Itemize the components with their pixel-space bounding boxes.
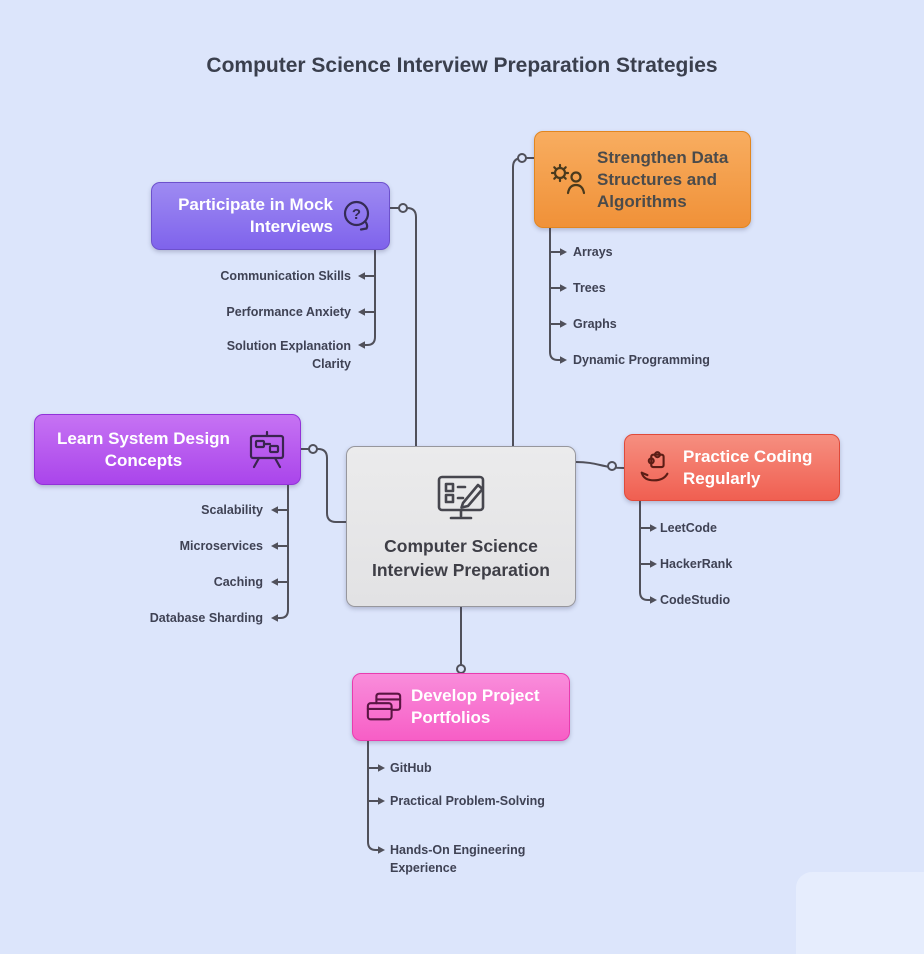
- link-center-to-practice: [575, 461, 625, 469]
- sys-branch-label: Learn System Design Concepts: [57, 428, 230, 470]
- subtopic-arrowheads: [271, 248, 657, 854]
- subtopic-github[interactable]: GitHub: [390, 761, 432, 775]
- monitor-stack-icon: [365, 690, 403, 724]
- portfolio-branch-label: Develop Project Portfolios: [411, 686, 540, 727]
- subtopic-caching[interactable]: Caching: [213, 575, 263, 589]
- subtopic-scalability[interactable]: Scalability: [201, 503, 263, 517]
- subtopic-trees[interactable]: Trees: [573, 281, 606, 295]
- subtopic-solution-explanation-clarity[interactable]: Solution Explanation Clarity: [226, 339, 351, 371]
- node-practice-coding-regularly[interactable]: Practice Coding Regularly: [624, 434, 840, 501]
- subtopic-arrays[interactable]: Arrays: [573, 245, 613, 259]
- corner-highlight: [796, 872, 924, 954]
- mock-branch-label: Participate in Mock Interviews: [178, 195, 333, 236]
- center-label-line2: Interview Preparation: [372, 559, 550, 580]
- subtopic-hands-on-engineering-experience[interactable]: Hands-On Engineering Experience: [390, 843, 526, 875]
- node-learn-system-design-concepts[interactable]: Learn System Design Concepts: [34, 414, 301, 485]
- hand-puzzle-icon: [637, 449, 675, 487]
- subtopic-dynamic-programming[interactable]: Dynamic Programming: [573, 353, 710, 367]
- subtopic-practical-problem-solving[interactable]: Practical Problem-Solving: [390, 794, 545, 808]
- subtopic-leetcode[interactable]: LeetCode: [660, 521, 717, 535]
- head-question-icon: ?: [339, 197, 377, 235]
- diagram-title: Computer Science Interview Preparation S…: [206, 54, 718, 77]
- presentation-board-icon: [246, 430, 288, 470]
- node-computer-science-interview-preparation[interactable]: Computer Science Interview Preparation: [346, 446, 576, 607]
- node-strengthen-data-structures-and-algorithms[interactable]: Strengthen Data Structures and Algorithm…: [534, 131, 751, 228]
- subtopic-microservices[interactable]: Microservices: [179, 539, 263, 553]
- link-joint-dots: [308, 153, 617, 674]
- subtopic-graphs[interactable]: Graphs: [573, 317, 617, 331]
- subtopic-communication-skills[interactable]: Communication Skills: [220, 269, 351, 283]
- link-sys-to-center: [300, 448, 347, 523]
- node-develop-project-portfolios[interactable]: Develop Project Portfolios: [352, 673, 570, 741]
- dsa-branch-label: Strengthen Data Structures and Algorithm…: [597, 147, 729, 211]
- monitor-pencil-icon: [430, 472, 492, 526]
- link-mock-to-center: [389, 207, 417, 447]
- svg-text:?: ?: [352, 206, 361, 223]
- practice-branch-label: Practice Coding Regularly: [683, 446, 813, 488]
- subtopic-hackerrank[interactable]: HackerRank: [660, 557, 733, 571]
- node-participate-in-mock-interviews[interactable]: Participate in Mock Interviews ?: [151, 182, 390, 250]
- center-label-line1: Computer Science: [384, 535, 538, 556]
- link-dsa-to-center: [512, 157, 535, 447]
- subtopic-codestudio[interactable]: CodeStudio: [660, 593, 731, 607]
- person-gear-icon: [547, 161, 587, 199]
- subtopic-database-sharding[interactable]: Database Sharding: [149, 611, 263, 625]
- subtopic-performance-anxiety[interactable]: Performance Anxiety: [226, 305, 351, 319]
- center-node-label: Computer Science Interview Preparation: [372, 534, 550, 582]
